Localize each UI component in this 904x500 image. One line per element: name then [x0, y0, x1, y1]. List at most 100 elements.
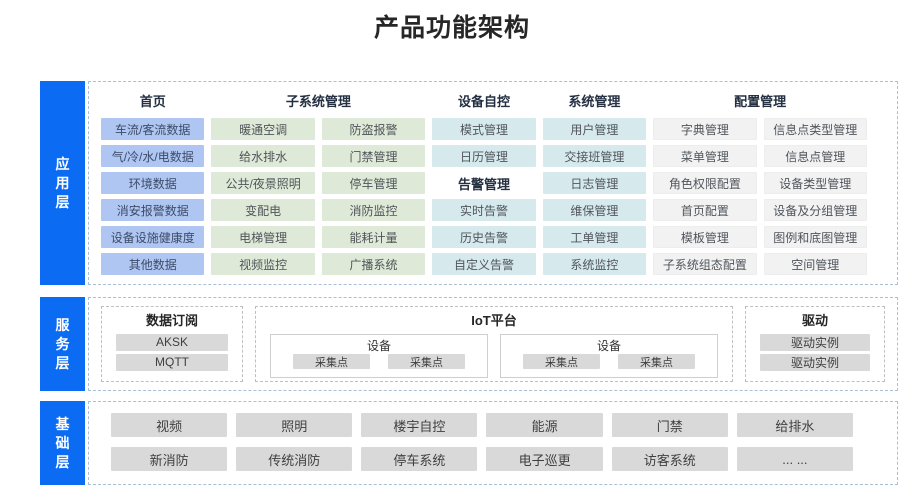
device-box: 设备采集点 采集点 [500, 334, 718, 378]
app-chip: 设备设施健康度 [101, 226, 205, 248]
application-layer-tab: 应用层 [40, 81, 85, 285]
foundation-chip: 能源 [486, 413, 603, 437]
layer-label-char: 层 [55, 193, 70, 210]
app-column-subheader: 告警管理 [457, 176, 510, 192]
service-chip: 驱动实例 [760, 333, 870, 351]
driver-box: 驱动 驱动实例驱动实例 [745, 306, 885, 382]
app-chip: 自定义告警 [432, 253, 536, 275]
app-chip: 空间管理 [763, 253, 867, 275]
app-chip: 设备类型管理 [763, 172, 867, 194]
foundation-layer-content: 视频照明楼宇自控能源门禁给排水新消防传统消防停车系统电子巡更访客系统 ... ..… [88, 401, 898, 485]
service-chip: AKSK [116, 333, 228, 351]
app-chip: 历史告警 [432, 226, 536, 248]
app-chip: 日历管理 [432, 145, 536, 167]
app-chip: 角色权限配置 [653, 172, 757, 194]
app-chip: 环境数据 [101, 172, 205, 194]
foundation-chip: ... ... [736, 447, 853, 471]
data-subscription-box: 数据订阅 AKSK MQTT [101, 306, 243, 382]
data-subscription-chips: AKSK MQTT [116, 330, 228, 372]
app-chip: 信息点管理 [763, 145, 867, 167]
foundation-layer: 基础层 视频照明楼宇自控能源门禁给排水新消防传统消防停车系统电子巡更访客系统..… [40, 401, 898, 485]
app-chip: 菜单管理 [653, 145, 757, 167]
app-chip: 其他数据 [101, 253, 205, 275]
app-column-header: 子系统管理 [285, 94, 351, 109]
architecture-diagram: 产品功能架构 应用层 首页子系统管理设备自控系统管理配置管理车流/客流数据气/冷… [40, 14, 898, 485]
app-column-header: 系统管理 [568, 94, 621, 109]
foundation-chip: 门禁 [611, 413, 728, 437]
data-subscription-title: 数据订阅 [145, 313, 198, 328]
collection-point-chip: 采集点 [618, 354, 695, 369]
app-chip: 气/冷/水/电数据 [101, 145, 205, 167]
app-chip: 字典管理 [653, 118, 757, 140]
layer-label-char: 用 [55, 174, 70, 191]
app-chip: 能耗计量 [321, 226, 426, 248]
device-chips: 采集点 采集点 [523, 354, 695, 369]
app-column-header: 首页 [139, 94, 166, 109]
page-title: 产品功能架构 [373, 14, 530, 42]
collection-point-chip: 采集点 [523, 354, 600, 369]
app-chip: 停车管理 [321, 172, 426, 194]
app-chip: 公共/夜景照明 [211, 172, 315, 194]
foundation-chip: 楼宇自控 [361, 413, 478, 437]
foundation-chip: 给排水 [736, 413, 853, 437]
foundation-chip: 视频 [111, 413, 228, 437]
driver-chips: 驱动实例驱动实例 [760, 330, 870, 372]
driver-title: 驱动 [801, 313, 828, 328]
service-chip: MQTT [116, 353, 228, 371]
layer-label-char: 础 [55, 434, 70, 451]
device-box: 设备采集点采集点 [270, 334, 488, 378]
app-chip: 设备及分组管理 [763, 199, 867, 221]
app-chip: 给水排水 [211, 145, 315, 167]
foundation-chip: 电子巡更 [486, 447, 603, 471]
service-layer-tab: 服务层 [40, 297, 85, 391]
app-chip: 工单管理 [542, 226, 647, 248]
foundation-chip: 照明 [236, 413, 353, 437]
app-chip: 维保管理 [542, 199, 647, 221]
foundation-layer-tab: 基础层 [40, 401, 85, 485]
application-layer: 应用层 首页 子系统管理 设备自控 系统管理 配置管理车流/客流数据气/冷/水/电数据环… [40, 81, 898, 285]
layer-label-char: 层 [55, 354, 70, 371]
foundation-chip: 传统消防 [236, 447, 353, 471]
app-chip: 消防监控 [321, 199, 426, 221]
iot-platform-box: IoT平台 设备采集点采集点设备采集点采集点 [255, 306, 733, 382]
app-chip: 视频监控 [211, 253, 315, 275]
app-column-header: 配置管理 [734, 94, 787, 109]
foundation-chip: 访客系统 [611, 447, 728, 471]
layer-label-char: 基 [55, 415, 70, 432]
app-chip: 系统监控 [542, 253, 647, 275]
foundation-chip: 停车系统 [361, 447, 478, 471]
app-chip: 门禁管理 [321, 145, 426, 167]
app-chip: 变配电 [211, 199, 315, 221]
iot-devices: 设备采集点采集点设备采集点采集点 [270, 334, 718, 378]
collection-point-chip: 采集点 [388, 354, 465, 369]
app-chip: 图例和底图管理 [763, 226, 867, 248]
foundation-chip: 新消防 [111, 447, 228, 471]
layer-label-char: 应 [55, 155, 70, 172]
app-chip: 模板管理 [653, 226, 757, 248]
device-chips: 采集点采集点 [293, 354, 465, 369]
layer-label-char: 服 [55, 316, 70, 333]
app-column-header: 设备自控 [457, 94, 510, 109]
app-chip: 用户管理 [542, 118, 647, 140]
app-chip: 交接班管理 [542, 145, 647, 167]
application-layer-content: 首页 子系统管理 设备自控 系统管理 配置管理车流/客流数据气/冷/水/电数据环境数据消… [88, 81, 898, 285]
app-chip: 模式管理 [432, 118, 536, 140]
app-chip: 实时告警 [432, 199, 536, 221]
app-chip: 暖通空调 [211, 118, 315, 140]
app-chip: 信息点类型管理 [763, 118, 867, 140]
app-chip: 消安报警数据 [101, 199, 205, 221]
app-chip: 防盗报警 [321, 118, 426, 140]
layer-label-char: 层 [55, 453, 70, 470]
device-title: 设备 [596, 339, 621, 353]
app-chip: 广播系统 [321, 253, 426, 275]
iot-platform-title: IoT平台 [471, 313, 517, 328]
app-chip: 子系统组态配置 [653, 253, 757, 275]
app-chip: 首页配置 [653, 199, 757, 221]
app-chip: 电梯管理 [211, 226, 315, 248]
app-chip: 车流/客流数据 [101, 118, 205, 140]
service-chip: 驱动实例 [760, 353, 870, 371]
layer-label-char: 务 [55, 335, 70, 352]
app-chip: 日志管理 [542, 172, 647, 194]
